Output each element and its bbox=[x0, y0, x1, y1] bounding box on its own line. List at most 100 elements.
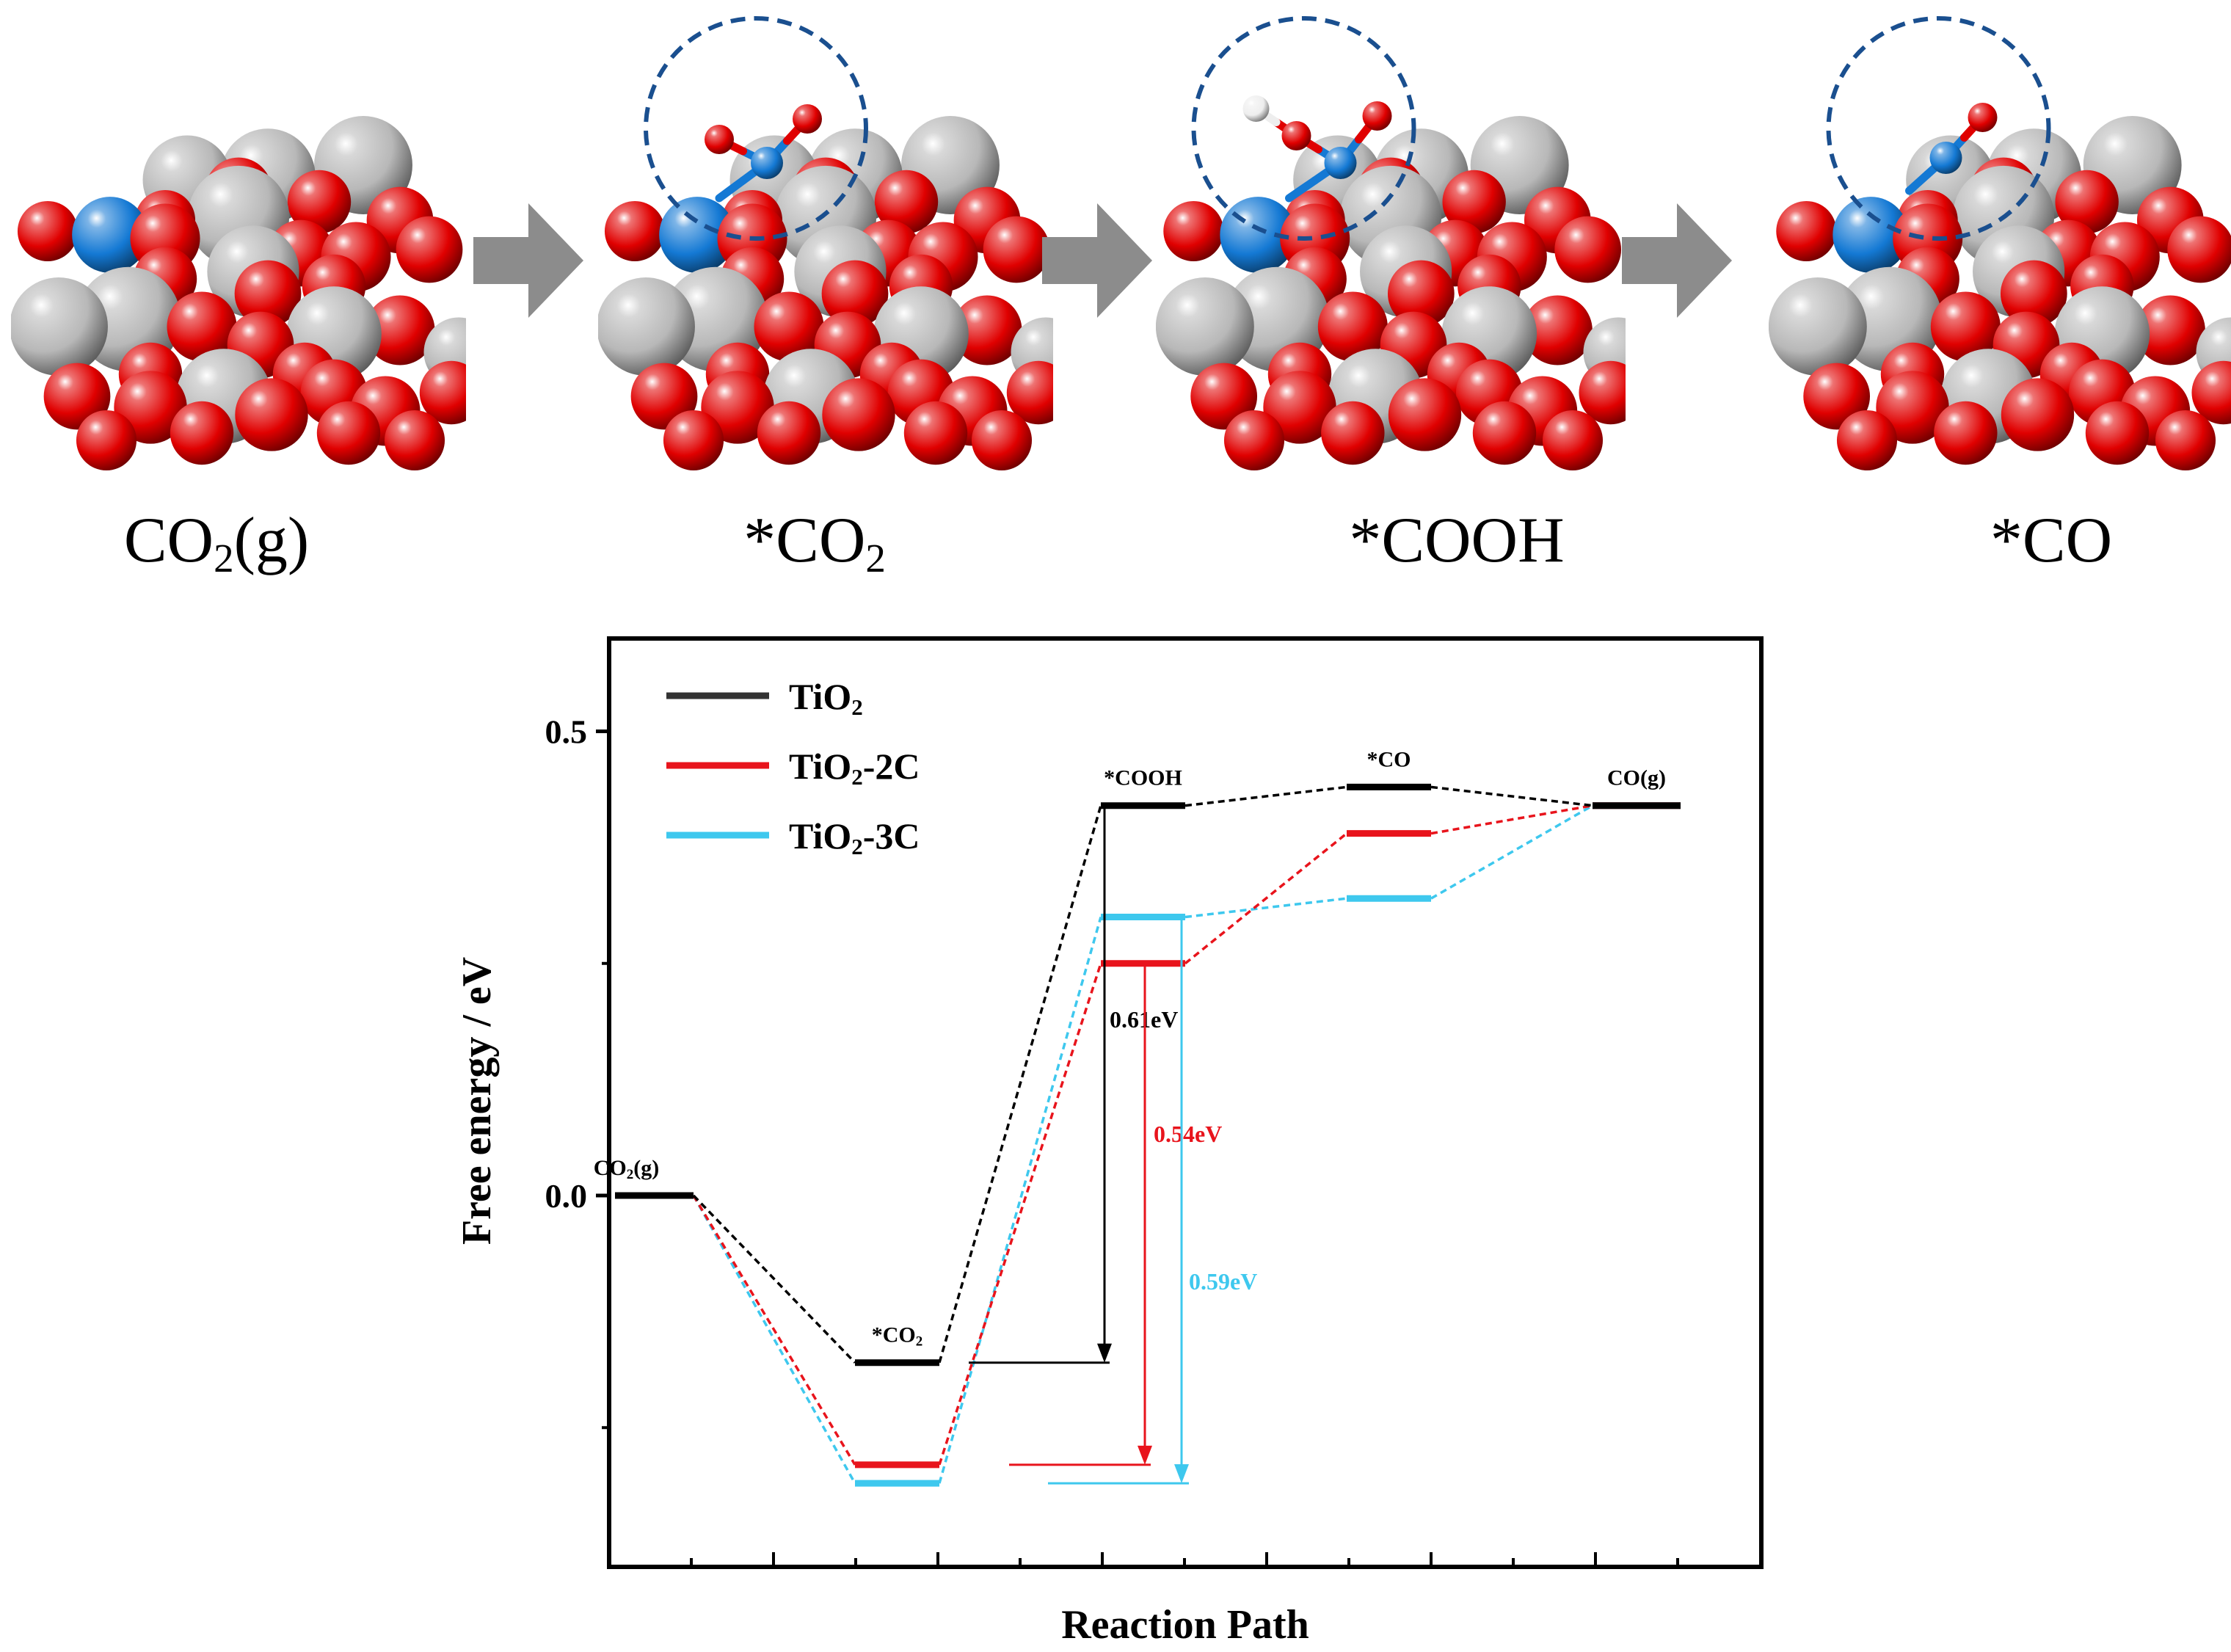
slab-atoms bbox=[598, 116, 1053, 471]
structure-label-1-main: CO bbox=[124, 505, 214, 576]
o-atom bbox=[1362, 101, 1392, 131]
legend-label-main: TiO bbox=[789, 676, 851, 717]
barrier-label: 0.54eV bbox=[1154, 1121, 1222, 1147]
state-label-2-main: *CO bbox=[872, 1323, 916, 1347]
highlight-circle bbox=[644, 16, 868, 241]
o-atom bbox=[1930, 291, 2001, 362]
state-label-5-main: CO(g) bbox=[1607, 766, 1666, 790]
o-atom bbox=[365, 295, 435, 365]
connector-line bbox=[938, 805, 1102, 1364]
o-atom bbox=[604, 200, 666, 262]
legend-label: TiO2-2C bbox=[789, 746, 920, 790]
adsorbate bbox=[1905, 103, 1998, 195]
state-label-1-tail: (g) bbox=[633, 1156, 659, 1180]
connector-line bbox=[1430, 785, 1593, 807]
structure-label-1-sub: 2 bbox=[214, 536, 234, 581]
barrier-arrow-head bbox=[1138, 1445, 1152, 1465]
state-label-1-main: CO bbox=[594, 1156, 627, 1180]
o-atom bbox=[1836, 410, 1898, 471]
structure-label-3-main: *COOH bbox=[1349, 505, 1564, 576]
o-atom bbox=[235, 378, 308, 451]
o-atom bbox=[757, 401, 821, 465]
o-atom bbox=[1190, 363, 1258, 430]
c-atom bbox=[1929, 142, 1962, 174]
c-atom bbox=[72, 197, 148, 273]
plot-frame bbox=[607, 636, 1764, 1569]
state-label-2-sub: 2 bbox=[916, 1334, 923, 1350]
o-atom bbox=[2000, 260, 2067, 327]
state-label-1: CO2(g) bbox=[594, 1156, 659, 1182]
o-atom bbox=[384, 410, 445, 471]
state-label-4: *CO bbox=[1367, 747, 1411, 771]
legend-label-sub: 2 bbox=[851, 694, 863, 720]
highlight-circle bbox=[1826, 16, 2051, 241]
o-atom bbox=[1388, 378, 1462, 451]
connector-line bbox=[1184, 897, 1347, 919]
o-atom bbox=[1522, 295, 1593, 365]
state-label-5: CO(g) bbox=[1607, 766, 1666, 790]
legend-label-tail: -3C bbox=[863, 815, 920, 856]
o-atom bbox=[663, 410, 724, 471]
series-TiO2-3C bbox=[615, 802, 1681, 1487]
o-atom bbox=[2085, 401, 2150, 465]
o-atom bbox=[822, 378, 895, 451]
highlight-circle bbox=[1191, 16, 1416, 241]
connector-line bbox=[692, 1194, 856, 1364]
o-atom bbox=[1579, 360, 1626, 425]
o-atom bbox=[705, 125, 734, 154]
o-atom bbox=[971, 410, 1033, 471]
adsorbate bbox=[705, 104, 822, 203]
state-label-3-main: *COOH bbox=[1104, 766, 1182, 790]
connector-line bbox=[1184, 832, 1348, 965]
series-TiO2-2C bbox=[615, 802, 1681, 1469]
o-atom bbox=[630, 363, 698, 430]
barrier-arrow-head bbox=[1174, 1464, 1189, 1484]
structure-label-2-main: *CO bbox=[743, 505, 865, 576]
c-atom bbox=[659, 197, 735, 273]
legend-label: TiO2-3C bbox=[789, 815, 920, 859]
ti-atom bbox=[1156, 277, 1254, 376]
legend-label-sub: 2 bbox=[851, 764, 863, 790]
bond bbox=[1285, 176, 1319, 203]
slab-atoms bbox=[11, 116, 466, 471]
state-label-4-main: *CO bbox=[1367, 747, 1411, 771]
ti-atom bbox=[598, 277, 695, 376]
ti-atom bbox=[1769, 277, 1867, 376]
state-label-2: *CO2 bbox=[872, 1323, 923, 1350]
o-atom bbox=[234, 260, 302, 327]
o-atom bbox=[1472, 401, 1537, 465]
legend-label-sub: 2 bbox=[851, 834, 863, 859]
connector-line bbox=[938, 917, 1102, 1484]
connector-line bbox=[692, 1195, 856, 1466]
o-atom bbox=[1317, 291, 1388, 362]
c-atom bbox=[751, 147, 783, 179]
connector-line bbox=[938, 963, 1102, 1466]
legend-label: TiO2 bbox=[789, 676, 863, 720]
state-label-3: *COOH bbox=[1104, 766, 1182, 790]
structures-panel: CO2(g)*CO2*COOH*CO bbox=[11, 16, 2231, 581]
o-atom bbox=[1442, 170, 1506, 234]
structure-label-2: *CO2 bbox=[743, 505, 886, 581]
bond bbox=[1905, 170, 1932, 195]
o-atom bbox=[76, 410, 137, 471]
o-atom bbox=[2191, 360, 2231, 425]
o-atom bbox=[1876, 371, 1949, 444]
connector-line bbox=[692, 1195, 856, 1485]
connector-line bbox=[1430, 804, 1593, 835]
o-atom bbox=[1006, 360, 1053, 425]
connector-line bbox=[1430, 804, 1593, 900]
structure-label-2-sub: 2 bbox=[865, 536, 886, 581]
y-tick-label: 0.5 bbox=[545, 713, 588, 751]
step-arrow-icon bbox=[473, 203, 583, 318]
state-label-1-sub: 2 bbox=[627, 1167, 634, 1182]
o-atom bbox=[793, 104, 822, 134]
o-atom bbox=[1223, 410, 1285, 471]
o-atom bbox=[1542, 410, 1604, 471]
slab-atoms bbox=[1769, 116, 2231, 471]
structure-3: *COOH bbox=[1156, 16, 1626, 576]
structure-label-4: *CO bbox=[1990, 505, 2112, 576]
ti-atom bbox=[11, 277, 108, 376]
legend-label-tail: -2C bbox=[863, 746, 920, 787]
